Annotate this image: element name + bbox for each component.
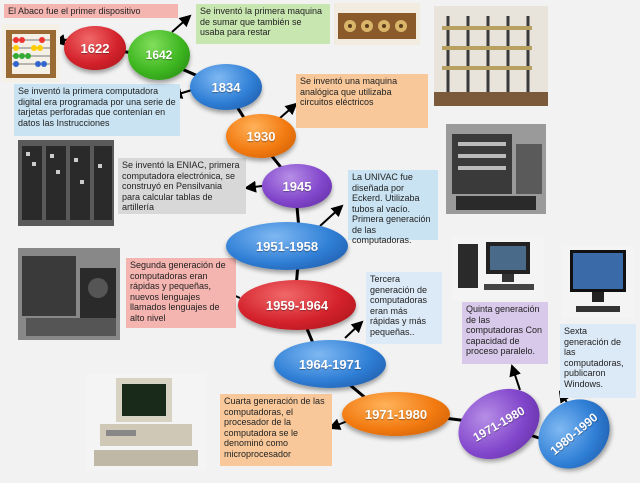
second-gen-image (18, 248, 120, 340)
eniac-image (18, 140, 114, 226)
desc-1964: Tercera generación de computadoras eran … (366, 272, 442, 344)
arrow-1642 (171, 14, 192, 33)
desc-1971b: Quinta generación de las computadoras Co… (462, 302, 548, 364)
third-gen-image (452, 236, 544, 300)
desc-1980: Sexta generación de las computadoras, pu… (560, 324, 636, 398)
desc-1959: Segunda generación de computadoras eran … (126, 258, 236, 328)
desc-1951: La UNIVAC fue diseñada por Eckerd. Utili… (348, 170, 438, 245)
node-1971: 1971-1980 (342, 392, 450, 436)
desc-1642: Se inventó la primera maquina de sumar q… (196, 4, 330, 44)
arrow-1945 (244, 180, 263, 193)
node-1834: 1834 (190, 64, 262, 110)
univac-image (446, 124, 546, 214)
node-1945: 1945 (262, 164, 332, 208)
modern-pc-image (562, 246, 634, 318)
desc-1930: Se inventó una maquina analógica que uti… (296, 74, 428, 128)
desc-1945: Se inventó la ENIAC, primera computadora… (118, 158, 246, 214)
abacus-image (2, 24, 60, 82)
node-1622: 1622 (64, 26, 126, 70)
node-1959: 1959-1964 (238, 280, 356, 330)
pascaline-image (334, 3, 420, 45)
desc-1622: El Abaco fue el primer dispositivo (4, 4, 178, 18)
node-1951: 1951-1958 (226, 222, 348, 270)
node-1642: 1642 (128, 30, 190, 80)
arrow-1971b (509, 364, 521, 391)
arrow-1930 (279, 102, 298, 119)
timeline-diagram: El Abaco fue el primer dispositivo Se in… (2, 3, 636, 483)
ibm-pc-image (86, 374, 206, 470)
arrow-1964 (344, 320, 364, 339)
desc-1834: Se inventó la primera computadora digita… (14, 84, 180, 136)
difference-engine-image (434, 6, 548, 106)
node-1964: 1964-1971 (274, 340, 386, 388)
desc-1971: Cuarta generación de las computadoras, e… (220, 394, 332, 466)
node-1930: 1930 (226, 114, 296, 158)
arrow-1951 (319, 204, 344, 227)
